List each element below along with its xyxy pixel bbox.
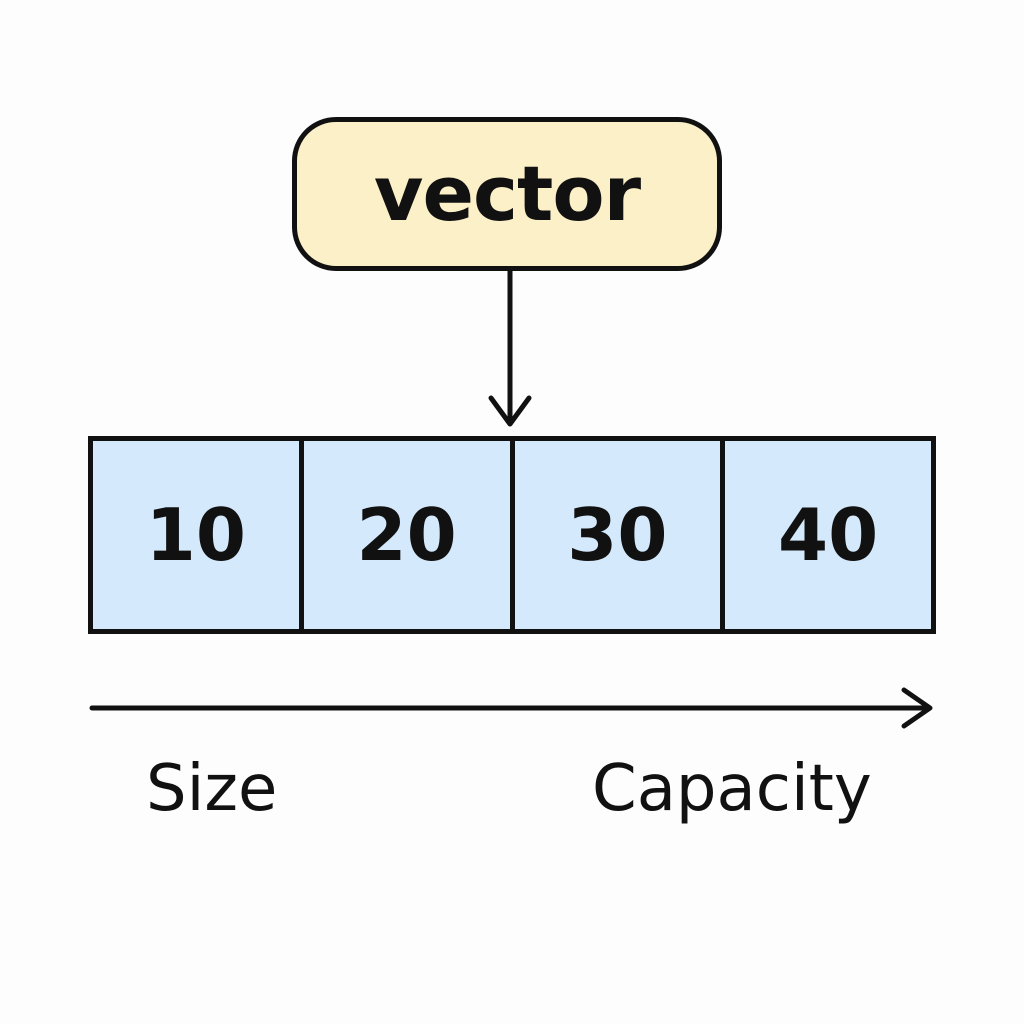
axis-arrow-head bbox=[901, 687, 933, 729]
pointer-arrow-head bbox=[488, 395, 532, 427]
size-label: Size bbox=[146, 752, 278, 826]
element-cell: 30 bbox=[509, 441, 721, 629]
element-array: 10 20 30 40 bbox=[88, 436, 936, 634]
vector-label: vector bbox=[373, 149, 641, 238]
capacity-label: Capacity bbox=[592, 752, 872, 826]
element-cell: 40 bbox=[720, 441, 931, 629]
element-cell: 20 bbox=[298, 441, 510, 629]
element-cell: 10 bbox=[93, 441, 299, 629]
vector-label-box: vector bbox=[292, 117, 722, 271]
